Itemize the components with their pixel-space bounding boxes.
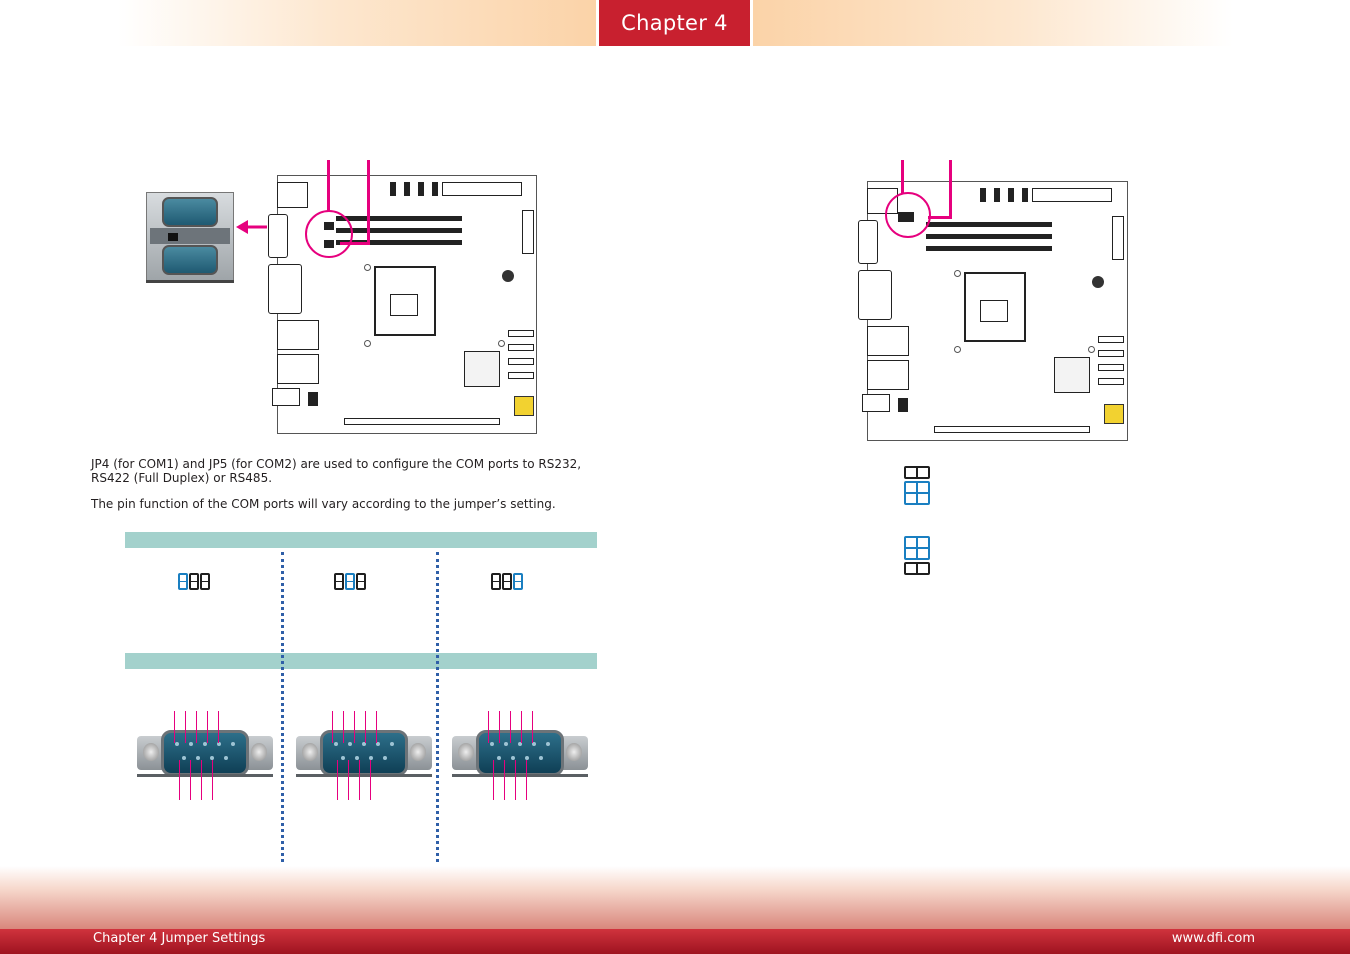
table-header-bar bbox=[125, 532, 597, 548]
com-port-photo bbox=[146, 192, 234, 283]
description-paragraph: JP4 (for COM1) and JP5 (for COM2) are us… bbox=[91, 457, 582, 485]
jumper-icon-rs422 bbox=[334, 573, 366, 590]
jumper-icon-rs485 bbox=[491, 573, 523, 590]
db9-connector-rs485 bbox=[452, 730, 588, 777]
callout-line-right-1 bbox=[901, 160, 904, 194]
header-band-right bbox=[753, 0, 1233, 46]
callout-line-right-3 bbox=[928, 216, 952, 219]
note-paragraph: The pin function of the COM ports will v… bbox=[91, 497, 556, 511]
callout-line-left-3 bbox=[340, 242, 370, 245]
chapter-tab: Chapter 4 bbox=[599, 0, 750, 46]
jumper-highlight-ring-right bbox=[885, 192, 931, 238]
db9-connector-rs232 bbox=[137, 730, 273, 777]
column-divider-2 bbox=[436, 552, 439, 862]
arrow-left-icon bbox=[236, 220, 267, 234]
table-header-bar-2 bbox=[125, 653, 597, 669]
jumper-icon-rs232 bbox=[178, 573, 210, 590]
callout-line-left-2 bbox=[367, 160, 370, 244]
footer-section-title: Chapter 4 Jumper Settings bbox=[93, 931, 266, 946]
jumper-icon-setting-upper bbox=[904, 466, 930, 505]
header-band-left bbox=[118, 0, 596, 46]
db9-connector-rs422 bbox=[296, 730, 432, 777]
jumper-highlight-ring-left bbox=[305, 210, 353, 258]
footer-band bbox=[0, 866, 1350, 930]
footer-bar bbox=[0, 929, 1350, 954]
column-divider-1 bbox=[281, 552, 284, 862]
callout-line-right-2 bbox=[949, 160, 952, 218]
callout-line-left-1 bbox=[327, 160, 330, 212]
footer-website-link[interactable]: www.dfi.com bbox=[1171, 931, 1255, 946]
jumper-icon-setting-lower bbox=[904, 536, 930, 575]
